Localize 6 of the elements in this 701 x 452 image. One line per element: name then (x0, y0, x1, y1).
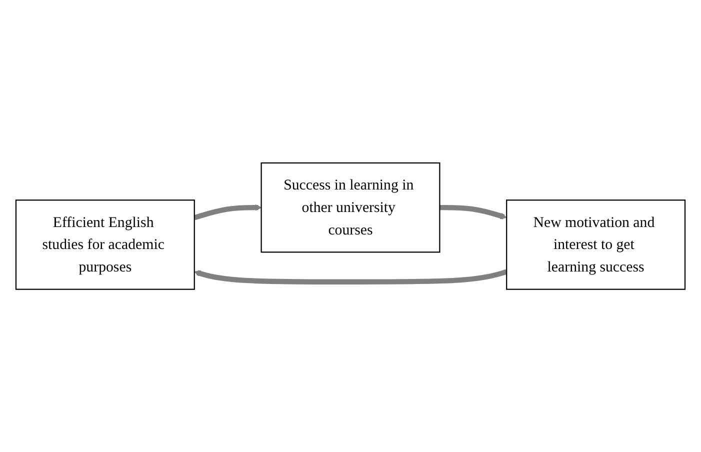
arrow (194, 204, 262, 220)
node-box: New motivation and interest to get learning success (506, 199, 686, 290)
node-box: Efficient English studies for academic purposes (15, 199, 195, 290)
arrow (194, 269, 508, 284)
node-box: Success in learning in other university courses (260, 162, 440, 253)
arrow (440, 204, 507, 220)
